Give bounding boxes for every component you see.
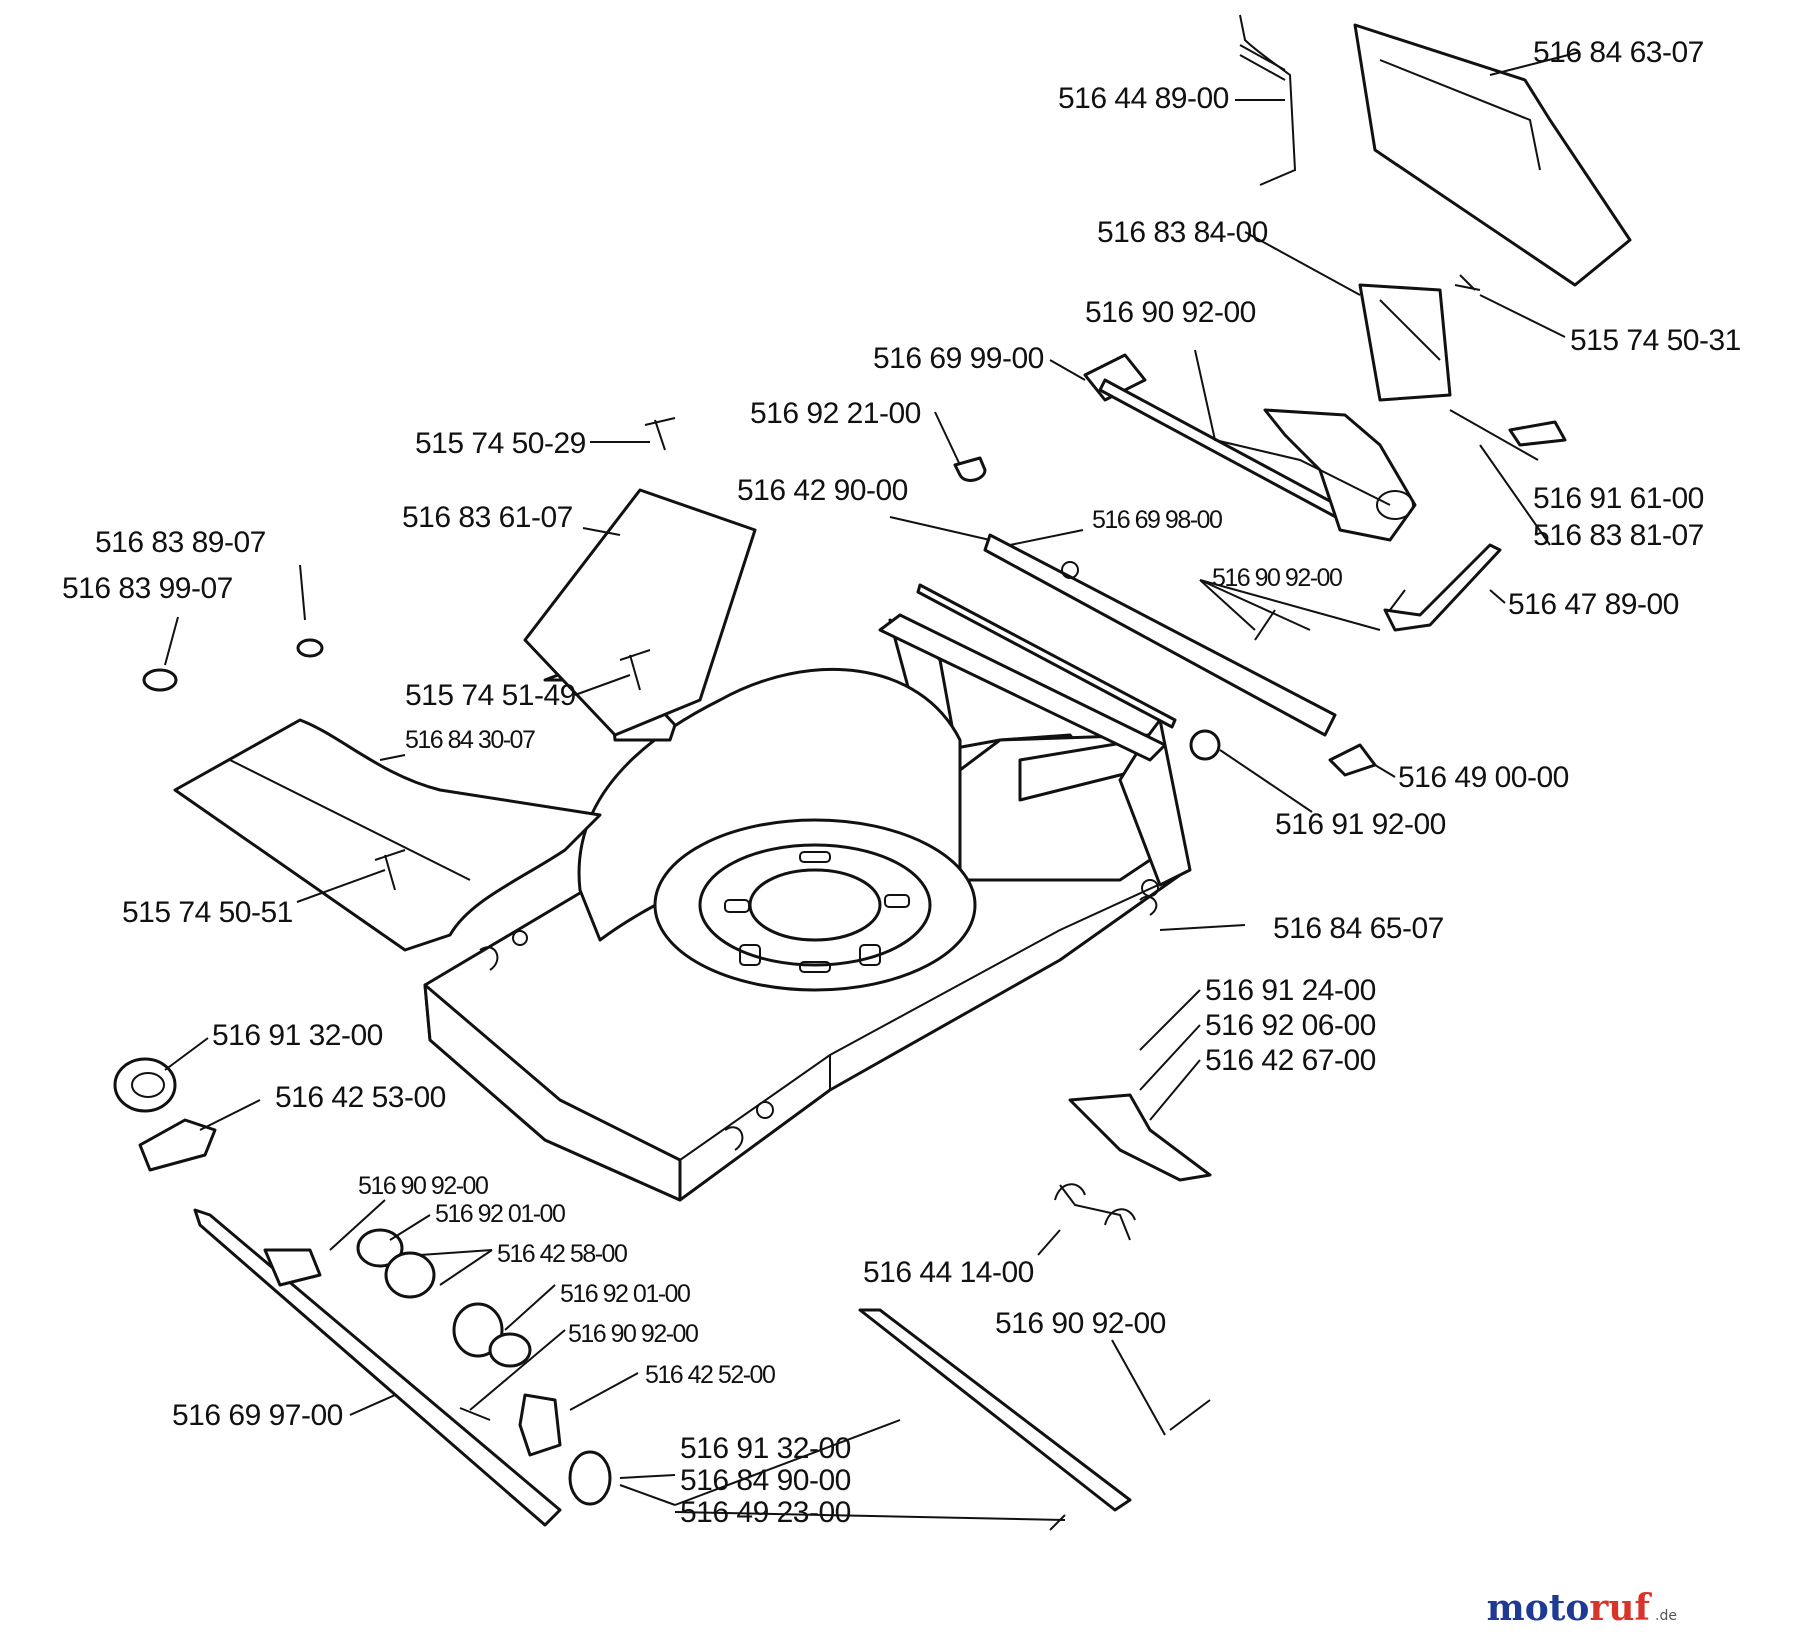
- spring-part: [1239, 14, 1297, 186]
- part-label: 516 47 89-00: [1508, 588, 1679, 621]
- hinge-rod-assembly: [953, 353, 1417, 542]
- part-labels: 516 84 63-07 516 44 89-00 516 83 84-00 5…: [62, 36, 1741, 1529]
- part-label: 515 74 50-31: [1570, 324, 1741, 357]
- part-label: 516 44 89-00: [1058, 82, 1229, 115]
- part-label: 516 91 61-00: [1533, 482, 1704, 515]
- part-label: 516 69 99-00: [873, 342, 1044, 375]
- small-spring-part: [1054, 1183, 1136, 1241]
- watermark-part2: ruf: [1589, 1587, 1652, 1629]
- part-label: 516 83 89-07: [95, 526, 266, 559]
- small-screw-part: [1454, 274, 1481, 291]
- part-label: 516 69 98-00: [1092, 506, 1222, 534]
- part-label: 516 84 90-00: [680, 1464, 851, 1497]
- mower-deck-housing: [423, 613, 1192, 1202]
- part-label: 516 83 81-07: [1533, 519, 1704, 552]
- part-label: 516 84 63-07: [1533, 36, 1704, 69]
- part-label: 515 74 51-49: [405, 679, 576, 712]
- rear-axle-rod: [983, 533, 1406, 737]
- part-label: 516 83 99-07: [62, 572, 233, 605]
- leader-lines: [164, 51, 1581, 1521]
- bracket-part: [1358, 283, 1452, 402]
- height-adjust-plate: [138, 1118, 217, 1172]
- part-label: 516 84 65-07: [1273, 912, 1444, 945]
- wheel-cover-part: [113, 1057, 177, 1113]
- part-label: 516 91 32-00: [680, 1432, 851, 1465]
- part-label: 516 90 92-00: [1085, 296, 1256, 329]
- part-label: 516 90 92-00: [1212, 564, 1342, 592]
- part-label: 516 83 84-00: [1097, 216, 1268, 249]
- watermark-part1: moto: [1487, 1587, 1590, 1629]
- part-label: 516 92 01-00: [435, 1200, 565, 1228]
- svg-text:motoruf: motoruf: [1487, 1587, 1653, 1629]
- front-axle-rod: [193, 1208, 562, 1527]
- grass-deflector-part: [1353, 23, 1632, 287]
- right-lever-part: [1189, 543, 1502, 777]
- part-label: 515 74 50-51: [122, 896, 293, 929]
- spring-rod: [916, 583, 1177, 729]
- part-label: 516 90 92-00: [568, 1320, 698, 1348]
- front-wheel-parts: [356, 1228, 612, 1506]
- clip-part: [1508, 420, 1567, 447]
- part-label: 516 42 53-00: [275, 1081, 446, 1114]
- top-cover-plate: [523, 488, 757, 737]
- part-label: 516 49 00-00: [1398, 761, 1569, 794]
- fasteners: [142, 417, 676, 891]
- part-label: 516 44 14-00: [863, 1256, 1034, 1289]
- part-label: 516 84 30-07: [405, 726, 535, 754]
- height-lever-part: [1068, 1093, 1212, 1182]
- part-label: 516 91 92-00: [1275, 808, 1446, 841]
- part-label: 516 92 21-00: [750, 397, 921, 430]
- watermark-suffix: .de: [1655, 1608, 1677, 1624]
- part-label: 516 69 97-00: [172, 1399, 343, 1432]
- part-label: 516 49 23-00: [680, 1496, 851, 1529]
- part-label: 516 42 52-00: [645, 1361, 775, 1389]
- part-label: 516 91 24-00: [1205, 974, 1376, 1007]
- part-label: 516 91 32-00: [212, 1019, 383, 1052]
- part-label: 516 83 61-07: [402, 501, 573, 534]
- part-label: 516 42 67-00: [1205, 1044, 1376, 1077]
- part-label: 516 42 58-00: [497, 1240, 627, 1268]
- part-label: 515 74 50-29: [415, 427, 586, 460]
- watermark-logo: motoruf .de: [1487, 1587, 1677, 1629]
- part-label: 516 42 90-00: [737, 474, 908, 507]
- part-label: 516 90 92-00: [995, 1307, 1166, 1340]
- part-label: 516 92 01-00: [560, 1280, 690, 1308]
- part-label: 516 90 92-00: [358, 1172, 488, 1200]
- part-label: 516 92 06-00: [1205, 1009, 1376, 1042]
- cutting-blade: [858, 1308, 1211, 1531]
